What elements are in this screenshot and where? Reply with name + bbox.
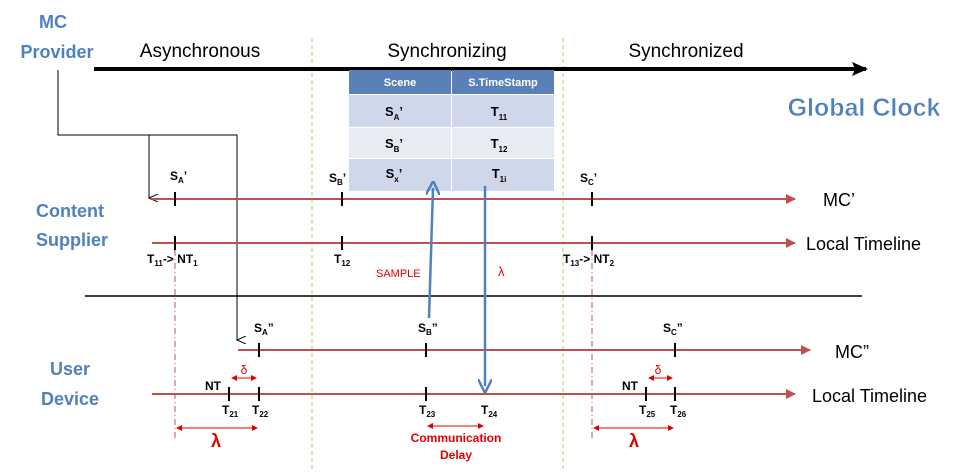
global-clock-label: Global Clock <box>788 94 941 122</box>
device-t21-label: T21 <box>222 403 239 419</box>
lambda-mid-label: λ <box>498 264 505 279</box>
device-t22-label: T22 <box>252 403 269 419</box>
sample-arrow <box>429 188 433 319</box>
provider-to-supplier-connector <box>57 70 149 198</box>
device-t23-label: T23 <box>419 403 436 419</box>
supplier-t11-label: T11-> NT1 <box>147 252 198 268</box>
table-header-ts <box>452 70 554 94</box>
delta-right-label: δ <box>655 363 662 377</box>
supplier-t12-label: T12 <box>334 252 351 268</box>
device-mc-label: MC” <box>835 342 869 362</box>
table-header-ts-text: S.TimeStamp <box>468 77 538 89</box>
supplier-sb-label: SB’ <box>329 171 346 187</box>
table-row-1-ts: T11 <box>491 104 508 122</box>
table-row-2-ts: T12 <box>491 136 508 154</box>
lambda-right-label: λ <box>629 431 639 451</box>
sample-label: SAMPLE <box>376 268 421 280</box>
device-sb-label: SB” <box>418 321 438 337</box>
device-local-label: Local Timeline <box>812 386 927 406</box>
device-t26-label: T26 <box>670 403 687 419</box>
comm-delay-label-2: Delay <box>440 448 472 462</box>
device-t24-label: T24 <box>481 403 498 419</box>
mc-provider-label-2: Provider <box>20 42 93 62</box>
supplier-sc-label: SC’ <box>580 171 597 187</box>
table-row-3-ts: T1i <box>492 166 507 184</box>
supplier-sa-label: SA’ <box>170 169 187 185</box>
phase-asynchronous: Asynchronous <box>140 41 260 62</box>
table-row-3-scene: Sx’ <box>386 166 403 184</box>
table-row-2-scene: SB’ <box>385 136 403 154</box>
table-row-1-scene: SA’ <box>385 104 403 122</box>
phase-synchronized: Synchronized <box>628 41 743 62</box>
comm-delay-label-1: Communication <box>411 431 502 445</box>
lambda-left-label: λ <box>211 431 221 451</box>
mc-provider-label-1: MC <box>39 12 67 32</box>
device-nt-right: NT <box>622 379 639 393</box>
content-supplier-label-2: Supplier <box>36 230 108 250</box>
supplier-local-label: Local Timeline <box>806 234 921 254</box>
phase-synchronizing: Synchronizing <box>387 41 506 62</box>
supplier-mc-label: MC’ <box>823 190 855 210</box>
device-sa-label: SA” <box>254 321 274 337</box>
content-supplier-label-1: Content <box>36 201 104 221</box>
table-header-scene-text: Scene <box>384 77 416 89</box>
device-t25-label: T25 <box>639 403 656 419</box>
provider-to-device-line <box>149 134 237 340</box>
device-nt-left: NT <box>205 379 222 393</box>
supplier-t13-label: T13-> NT2 <box>563 252 615 268</box>
table-header-scene <box>349 70 451 94</box>
delta-left-label: δ <box>241 363 248 377</box>
timestamp-table: Scene S.TimeStamp SA’ T11 SB’ T12 Sx’ T1… <box>349 70 554 191</box>
user-device-label-1: User <box>50 359 90 379</box>
device-sc-label: SC” <box>663 321 683 337</box>
user-device-label-2: Device <box>41 389 99 409</box>
